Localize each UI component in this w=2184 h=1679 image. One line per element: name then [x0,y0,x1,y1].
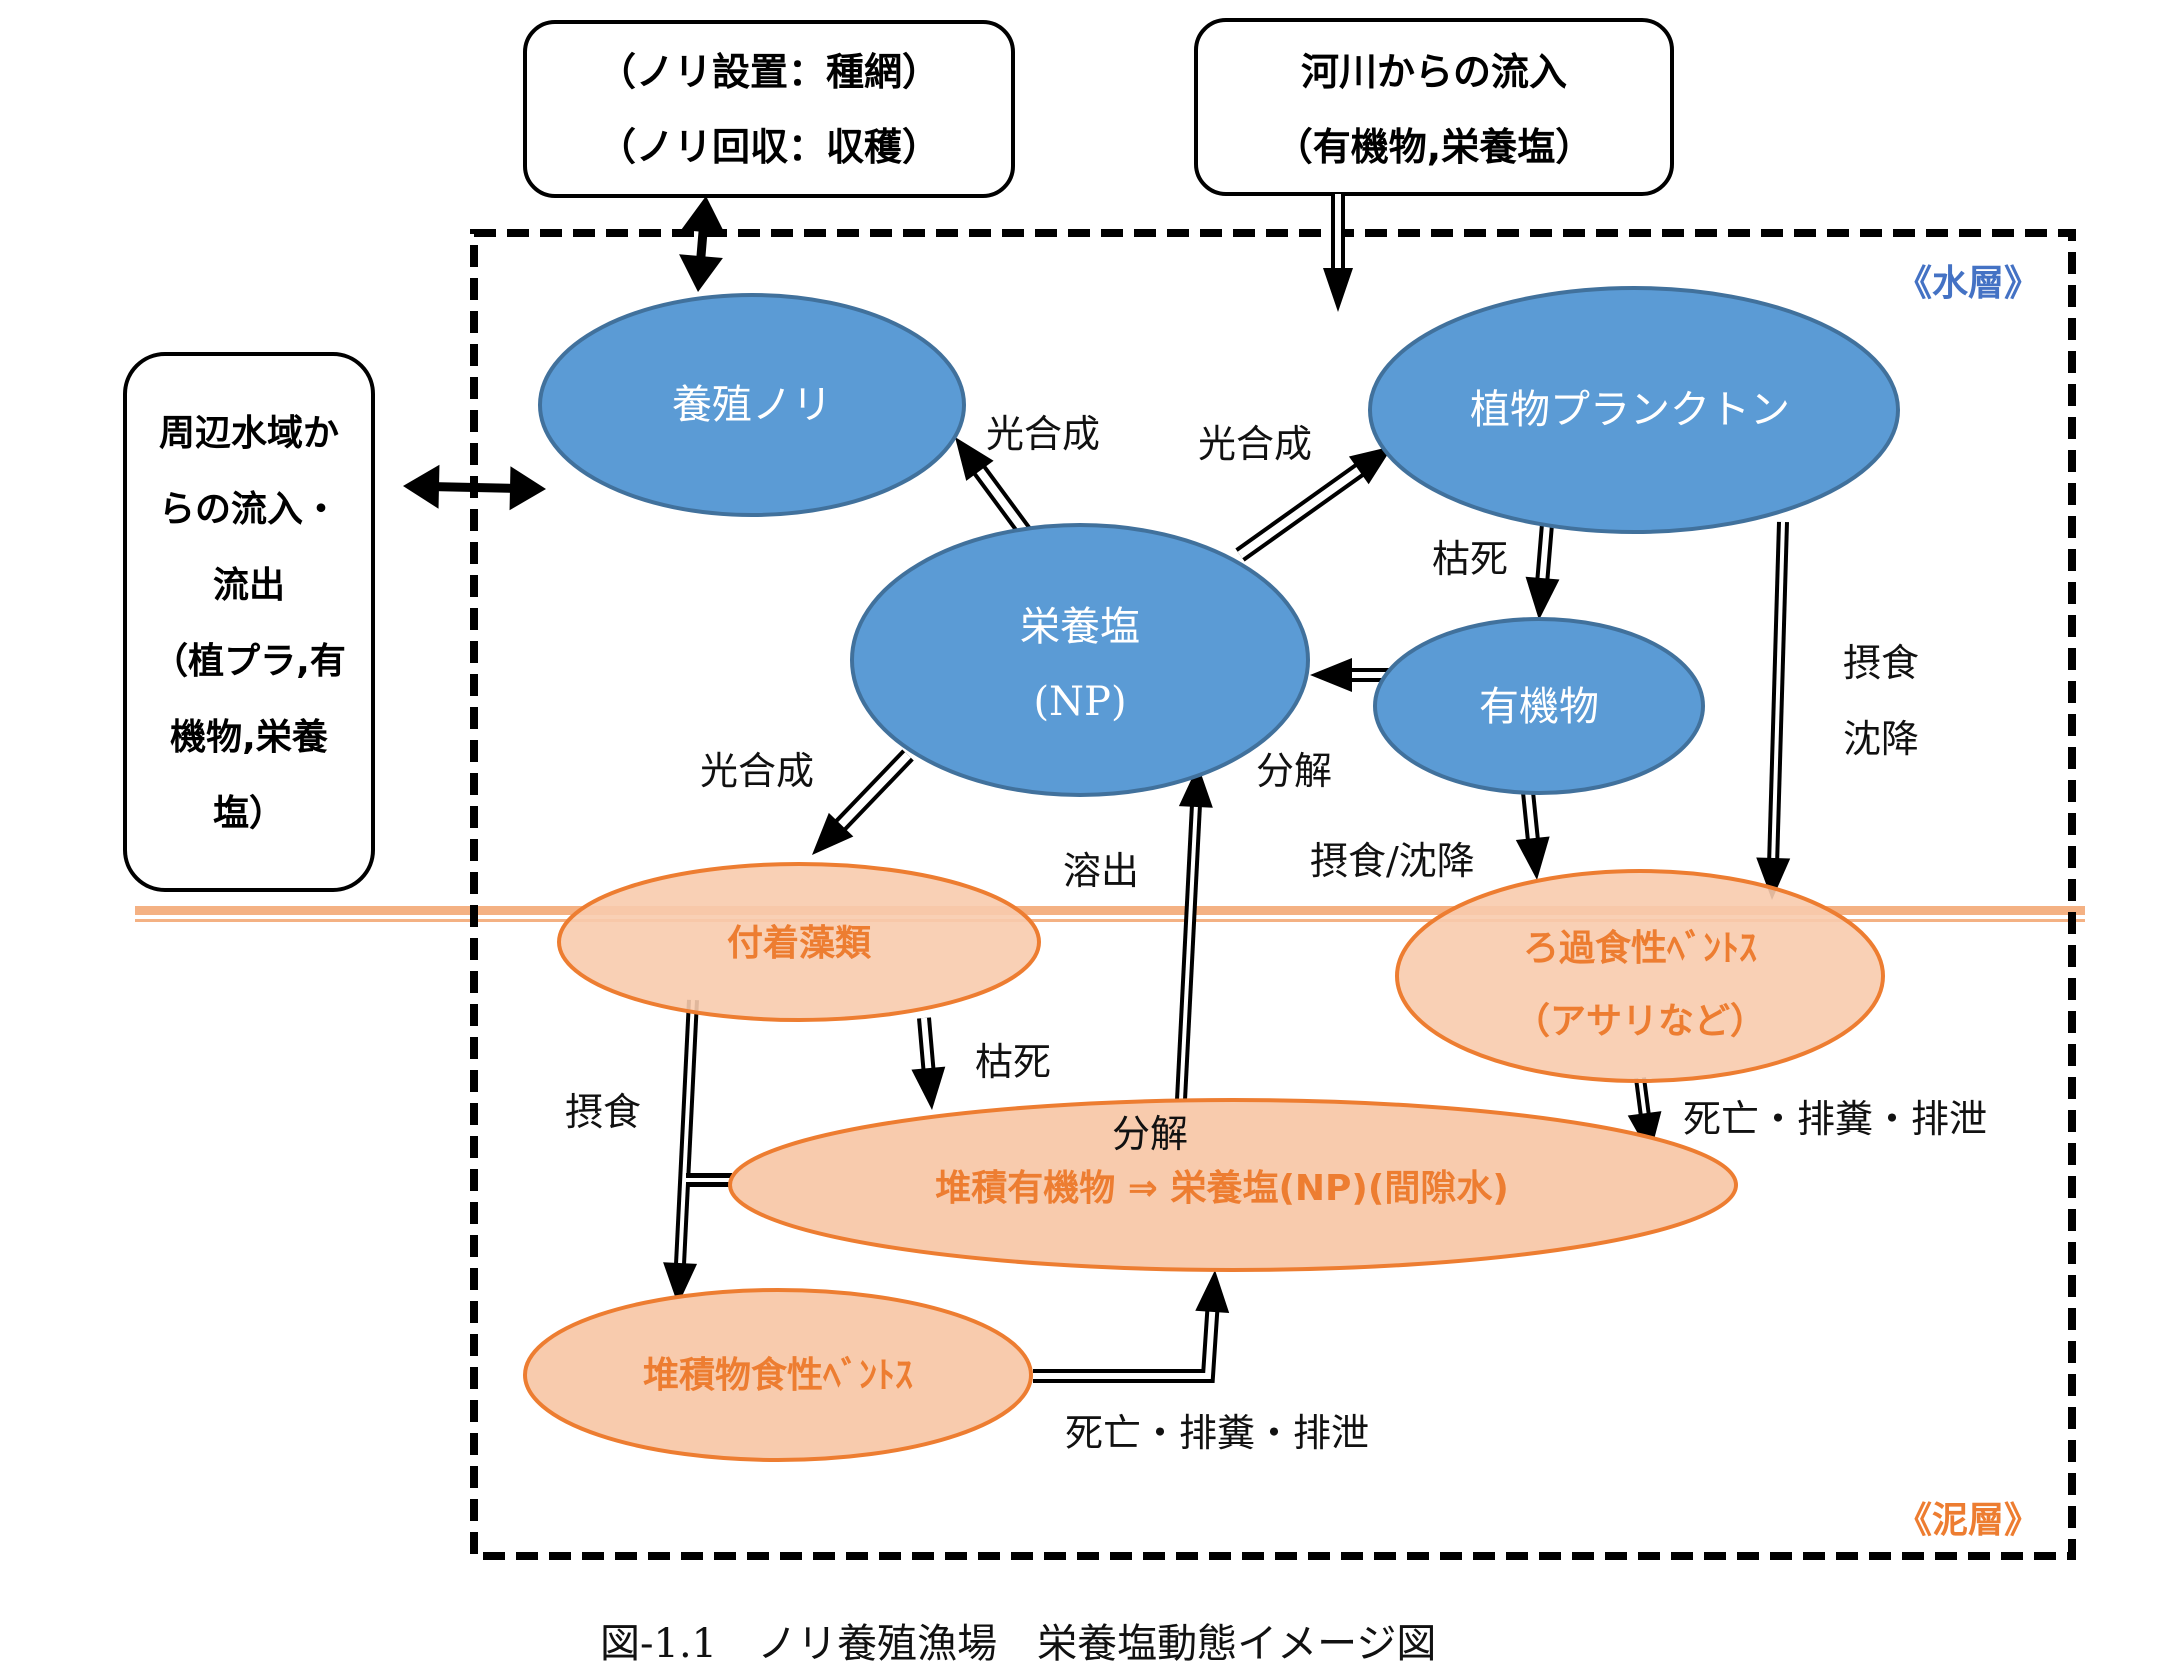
flow-arrows [403,194,1791,1383]
arrow-photosynthesis-phyto-shaft-gap [1237,464,1365,559]
arrow-photosynthesis-nori-shaft-gap [974,465,1029,535]
arrow-elution-shaft-gap [1179,802,1199,1101]
node-attached-algae-label: 付着藻類 [727,923,872,964]
arrow-feeding-sinking-phyto-head [1756,857,1791,900]
node-filter-benthos-label-1: ろ過食性ﾍﾞﾝﾄｽ [1523,927,1757,969]
arrow-death-excretion-filter-shaft-gap [1638,1077,1648,1118]
arrow-death-excretion-deposit-shaft-gap [1033,1307,1216,1379]
arrow-photosynthesis-phyto-head [1348,446,1393,485]
arrow-elution-head [1178,765,1213,808]
label-wither-phyto: 枯死 [1432,537,1508,581]
node-organic-matter: 有機物 [1373,617,1705,795]
label-elution: 溶出 [1063,849,1139,893]
river-inflow-line-1: 河川からの流入 [1301,50,1567,94]
nori-setup-line-2: （ノリ回収：収穫） [598,125,940,169]
node-organic-matter-label: 有機物 [1479,684,1599,730]
arrow-death-excretion-deposit-head [1195,1270,1230,1314]
river-inflow-box: 河川からの流入 （有機物,栄養塩） [1194,18,1674,196]
arrow-decompose-organic-head [1310,658,1352,692]
arrow-photosynthesis-algae-head [812,812,854,855]
arrow-feeding-algae-shaft-gap [677,999,695,1268]
surrounding-line-2: らの流入・ [159,489,339,530]
arrow-surrounding-exchange-head-start [403,464,440,509]
nori-setup-box: （ノリ設置：種網） （ノリ回収：収穫） [523,20,1015,198]
label-photosynthesis-phyto: 光合成 [1198,422,1312,466]
label-death-excretion-filter: 死亡・排糞・排泄 [1683,1097,1987,1141]
sediment-decompose-label: 分解 [1112,1112,1188,1156]
surrounding-line-3: 流出 [213,565,285,606]
river-inflow-line-2: （有機物,栄養塩） [1275,125,1593,169]
label-wither-algae: 枯死 [975,1040,1051,1084]
arrow-wither-algae-shaft-gap [921,1017,932,1073]
label-feeding-deposit: 摂食 [565,1090,641,1134]
surrounding-line-6: 塩） [213,793,285,834]
arrow-photosynthesis-algae-shaft-gap [835,752,911,831]
arrow-photosynthesis-nori-head [955,437,994,481]
node-phytoplankton-label: 植物プランクトン [1470,387,1790,433]
surrounding-line-5: 機物,栄養 [170,717,328,758]
arrow-river-inflow-head [1323,268,1353,312]
label-photosynthesis-nori: 光合成 [986,412,1100,456]
surrounding-waters-box: 周辺水域か らの流入・ 流出 （植プラ,有 機物,栄養 塩） [123,352,375,892]
arrow-surrounding-exchange-shaft [434,482,515,493]
arrow-feeding-sinking-phyto-shaft-gap [1771,521,1785,863]
arrow-feeding-algae-head [663,1262,698,1305]
label-feeding-phyto: 摂食 [1843,641,1919,685]
label-photosynthesis-algae: 光合成 [700,749,814,793]
mud-layer-label: 《泥層》 [1896,1500,2040,1541]
arrow-feeding-sinking-organic-shaft-gap [1525,791,1537,843]
arrow-wither-phyto-head [1525,576,1560,620]
node-cultured-nori: 養殖ノリ [538,293,966,517]
label-death-excretion-deposit: 死亡・排糞・排泄 [1065,1411,1369,1455]
node-deposit-benthos-label: 堆積物食性ﾍﾞﾝﾄｽ [643,1354,913,1396]
water-layer-label: 《水層》 [1896,263,2040,304]
arrow-wither-algae-head [911,1066,946,1110]
label-feeding-sinking-organic: 摂食/沈降 [1310,839,1475,883]
surrounding-line-4: （植プラ,有 [152,641,346,682]
arrow-nori-exchange-head-start [681,196,725,234]
node-sediment-organic-matter: 分解 堆積有機物 ⇒ 栄養塩(NP)(間隙水) [728,1098,1738,1272]
label-decompose: 分解 [1256,749,1332,793]
node-sediment-label: 堆積有機物 ⇒ 栄養塩(NP)(間隙水) [935,1168,1509,1209]
node-nutrients-label-1: 栄養塩 [1020,604,1140,650]
fishery-boundary [470,229,2076,1560]
arrow-nori-exchange-head-end [679,254,723,292]
node-cultured-nori-label: 養殖ノリ [672,382,832,428]
node-deposit-feeding-benthos: 堆積物食性ﾍﾞﾝﾄｽ [523,1288,1033,1462]
node-filter-benthos-label-2: （アサリなど） [1514,1001,1766,1042]
node-attached-algae: 付着藻類 [557,862,1041,1022]
node-filter-feeding-benthos: ろ過食性ﾍﾞﾝﾄｽ （アサリなど） [1395,869,1885,1083]
arrow-death-excretion-filter-head [1627,1111,1662,1155]
arrow-surrounding-exchange-head-end [509,466,546,511]
node-nutrients: 栄養塩 (NP) [850,523,1310,797]
node-nutrients-label-2: (NP) [1033,679,1126,725]
node-phytoplankton: 植物プランクトン [1368,286,1900,534]
arrow-nori-exchange-shaft [696,227,708,261]
nori-setup-line-1: （ノリ設置：種網） [598,50,940,94]
label-sinking-phyto: 沈降 [1843,717,1919,761]
figure-caption: 図-1.1 ノリ養殖漁場 栄養塩動態イメージ図 [600,1621,1436,1667]
layer-boundary-line [135,906,2085,922]
arrow-feeding-sinking-organic-head [1515,836,1550,880]
surrounding-line-1: 周辺水域か [159,413,339,454]
arrow-death-excretion-deposit-shaft-outer [1033,1307,1220,1383]
